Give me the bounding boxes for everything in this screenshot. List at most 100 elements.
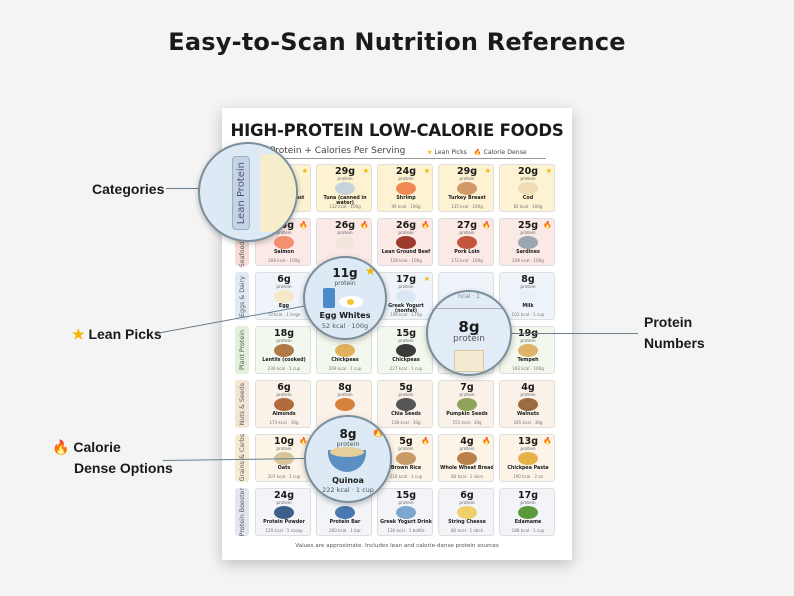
- lens-tofu-partial: ncal · 1: [458, 293, 480, 300]
- protein-label: protein: [520, 501, 536, 506]
- protein-value: 18g: [273, 328, 295, 339]
- star-icon: ★: [545, 167, 552, 175]
- callout-protein-numbers-line1: Protein: [644, 314, 693, 330]
- food-name: Turkey Breast: [448, 196, 486, 201]
- protein-label: protein: [459, 501, 475, 506]
- food-name: Chickpeas: [331, 358, 359, 363]
- title-divider: [256, 158, 546, 159]
- food-kcal: 174 kcal · 30g: [269, 420, 299, 425]
- food-kcal: 135 kcal · 100g: [451, 204, 483, 209]
- bowl-icon: [328, 447, 366, 472]
- food-kcal: 130 kcal · 1 bottle: [387, 528, 425, 533]
- food-icon: [274, 236, 294, 249]
- food-icon: [335, 236, 355, 249]
- row-label: Nuts & Seeds: [235, 380, 249, 428]
- fire-icon: 🔥: [299, 221, 308, 229]
- protein-label: protein: [459, 177, 475, 182]
- protein-value: 13g: [517, 436, 539, 447]
- row-label-text: Protein Booster: [238, 487, 246, 537]
- food-name: Almonds: [272, 412, 296, 417]
- protein-label: protein: [276, 285, 292, 290]
- food-kcal: 269 kcal · 1 cup: [328, 366, 362, 371]
- food-icon: [518, 236, 538, 249]
- fire-icon: 🔥: [482, 221, 491, 229]
- lens-tofu: ncal · 1 8g protein: [426, 290, 512, 376]
- callout-protein-numbers-line2: Numbers: [644, 335, 705, 351]
- food-icon: [274, 398, 294, 411]
- protein-label: protein: [520, 447, 536, 452]
- food-icon: [457, 182, 477, 195]
- food-name: Chickpeas: [392, 358, 420, 363]
- food-name: Salmon: [273, 250, 295, 255]
- headline: Easy-to-Scan Nutrition Reference: [168, 28, 626, 56]
- protein-label: protein: [276, 501, 292, 506]
- protein-label: protein: [276, 231, 292, 236]
- carton-icon: [323, 288, 335, 308]
- protein-label: protein: [337, 393, 353, 398]
- lens-egg-whites-protein: 11g: [332, 266, 358, 280]
- food-name: Oats: [277, 466, 291, 471]
- connector-protein-numbers: [508, 333, 638, 334]
- fire-icon: 🔥: [543, 221, 552, 229]
- protein-value: 15g: [395, 490, 417, 501]
- food-icon: [396, 182, 416, 195]
- connector-categories: [166, 188, 200, 189]
- food-name: Sardines: [516, 250, 540, 255]
- tofu-icon: [454, 350, 484, 372]
- protein-label: protein: [276, 339, 292, 344]
- callout-lean-picks: ★ Lean Picks: [72, 326, 162, 342]
- fire-icon: 🔥: [482, 437, 491, 445]
- lens-quinoa-kcal: 222 kcal · 1 cup: [322, 486, 374, 494]
- food-icon: [457, 398, 477, 411]
- food-icon: [518, 290, 538, 303]
- lens-category: Lean Protein: [198, 142, 298, 242]
- lens-category-tab: Lean Protein: [232, 156, 250, 230]
- protein-value: 15g: [395, 328, 417, 339]
- food-name: String Cheese: [448, 520, 486, 525]
- lens-quinoa-name: Quinoa: [332, 476, 364, 485]
- food-icon: [396, 452, 416, 465]
- protein-value: 6g: [277, 382, 291, 393]
- protein-label: protein: [459, 393, 475, 398]
- protein-value: 20g: [517, 166, 539, 177]
- food-name: Tuna (canned in water): [323, 196, 367, 206]
- protein-label: protein: [398, 501, 414, 506]
- protein-value: 5g: [399, 382, 413, 393]
- poster-footnote: Values are approximate. Includes lean an…: [295, 543, 499, 549]
- food-kcal: 307 kcal · 1 cup: [267, 474, 301, 479]
- food-kcal: 138 kcal · 30g: [391, 420, 421, 425]
- star-icon: ★: [301, 167, 308, 175]
- food-icon: [335, 344, 355, 357]
- star-icon: ★: [365, 264, 376, 278]
- protein-label: protein: [520, 339, 536, 344]
- protein-value: 7g: [460, 382, 474, 393]
- row-label-text: Nuts & Seeds: [238, 382, 246, 426]
- food-kcal: 132 kcal · 100g: [329, 204, 361, 209]
- food-icon: [396, 290, 416, 303]
- protein-label: protein: [520, 177, 536, 182]
- row-label: Protein Booster: [235, 488, 249, 536]
- row-label-text: Plant Protein: [238, 330, 246, 370]
- lens-tofu-protein: 8g: [458, 318, 480, 336]
- poster-subtitle: Protein + Calories Per Serving: [270, 146, 406, 156]
- callout-categories: Categories: [92, 181, 165, 197]
- food-name: Edamame: [514, 520, 542, 525]
- protein-label: protein: [520, 231, 536, 236]
- protein-value: 10g: [273, 436, 295, 447]
- fire-icon: 🔥: [299, 437, 308, 445]
- star-icon: ★: [362, 167, 369, 175]
- food-name: Pork Loin: [454, 250, 480, 255]
- poster-title: HIGH-PROTEIN LOW-CALORIE FOODS: [230, 121, 564, 140]
- protein-value: 17g: [517, 490, 539, 501]
- food-icon: [335, 398, 355, 411]
